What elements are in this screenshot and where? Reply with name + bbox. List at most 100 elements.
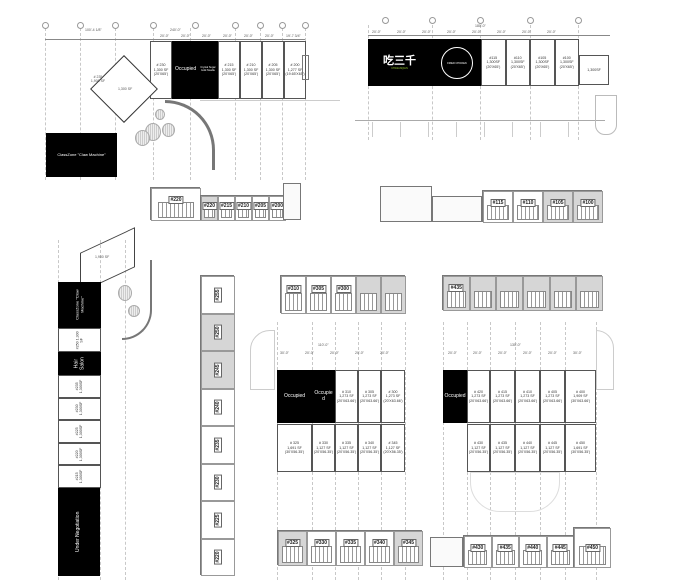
storefront-window: [473, 291, 493, 308]
unit-number: # 420: [474, 389, 483, 394]
storefront-window: [282, 546, 303, 563]
bay-dimension: 20'-0": [160, 34, 169, 38]
bay-dimension: 20'-0": [223, 34, 232, 38]
chasanqian-logo: 吃三千: [383, 55, 416, 67]
unit-dimensions: (20'X65'): [243, 72, 259, 77]
tenant-sign: #440: [525, 543, 541, 552]
occupied-label: Occupied: [314, 389, 333, 402]
storefront-bay: #115: [483, 191, 513, 223]
unit-number: # 205: [268, 63, 278, 68]
unit-number: # 450: [576, 441, 585, 446]
grid-line: [443, 322, 444, 580]
grid-line: [405, 322, 406, 580]
unit-dimensions: (20'X56.35'): [336, 450, 357, 455]
tenant-unit: #220 1,300SF: [58, 442, 101, 466]
occupied-label: Occupied: [283, 392, 306, 399]
tenant-sign: #335: [342, 539, 359, 548]
elevation-100-front: #115#110#105#100: [482, 190, 603, 223]
storefront-window: [550, 549, 570, 565]
unit-area: 1,127 SF: [495, 445, 510, 450]
tenant-unit: #230 1,300SF: [58, 397, 101, 421]
storefront-window: [284, 292, 303, 311]
dimension-overall: 240'-0": [170, 28, 181, 32]
parking-curve: [250, 330, 275, 390]
parking-island: [595, 95, 617, 135]
tenant-sign: #300: [335, 284, 352, 293]
unit-area: 1,273 SF: [495, 394, 510, 399]
tenant-sign: #445: [552, 543, 568, 552]
unit-area: 1,273 SF: [362, 394, 377, 399]
tenant-sign: #310: [285, 284, 302, 293]
unit-dimensions: (20'X65'): [221, 72, 237, 77]
storefront-bay: #110: [513, 191, 543, 223]
grid-bubble: [232, 22, 239, 29]
dimension-overall: 110'-0": [318, 343, 329, 347]
tenant-unit: #235 1,300SF: [58, 375, 101, 398]
bay-dimension: 20'-0": [330, 351, 339, 355]
unit-area: 1,691 SF: [287, 445, 302, 450]
tenant-sign: #205: [252, 202, 269, 211]
storefront-bay: #100: [573, 191, 603, 223]
storefront-bay: #240: [201, 388, 235, 426]
unit-area: 1,277 SF: [287, 67, 303, 72]
storefront-bay: #200: [269, 196, 286, 221]
storefront-bay: #310: [281, 276, 306, 314]
tenant-sign: #220: [168, 195, 184, 204]
grid-bubble: [575, 17, 582, 24]
unit-label: #235 1,300SF: [75, 379, 84, 394]
tenant-sign: #235: [214, 437, 222, 453]
grid-line: [305, 28, 306, 180]
unit-dimensions: (20'X56.35'): [468, 450, 489, 455]
grid-bubble: [302, 22, 309, 29]
chasanqian-logo-sub: CHASANQIAN: [391, 67, 408, 70]
unit-area: 1,300 SF: [153, 67, 169, 72]
tenant-sign: #430: [470, 543, 486, 552]
storefront-bay: [576, 276, 603, 311]
tenant-sign: #215: [218, 202, 235, 211]
tenant-sign: #340: [371, 539, 388, 548]
pad-area: 1,300 SF: [118, 87, 133, 91]
tenant-sign: #240: [214, 399, 222, 415]
occupied-unit: Occupied: [172, 41, 218, 99]
unit-dimensions: (20'X63.66'): [492, 398, 513, 403]
bay-dimension: 20'-0": [447, 30, 456, 34]
occupied-label: Occupied: [444, 392, 466, 399]
unit-area: 1,300SF: [510, 60, 525, 65]
storefront-bay: #445: [546, 536, 574, 568]
grid-bubble: [429, 17, 436, 24]
unit-number: # 435: [498, 441, 507, 446]
storefront-window: [446, 291, 466, 308]
occupied-unit: ClassZone "Claw Machine": [46, 133, 117, 177]
unit-number: # 340: [365, 441, 374, 446]
unit-area: 1,127 SF: [471, 445, 486, 450]
storefront-window: [547, 204, 569, 220]
tree-icon: [155, 109, 165, 120]
unit-dimensions: (20'X65'): [153, 72, 169, 77]
grid-line: [153, 28, 154, 180]
storefront-window: [553, 291, 573, 308]
elevation-300-front: #325#330#335#340#345: [277, 530, 423, 566]
occupied-unit: Occupied: [443, 370, 467, 423]
unit-dimensions: (20'X56.35'): [542, 450, 563, 455]
bay-dimension: 20'-0": [181, 34, 190, 38]
unit-area: 1,127 SF: [385, 445, 401, 450]
unit-number: # 345: [388, 441, 398, 446]
tree-icon: [135, 130, 150, 146]
bay-dimension: 20'-0": [397, 30, 406, 34]
unit-area: 1,300 SF: [265, 67, 281, 72]
storefront-bay: [381, 276, 406, 314]
grid-line: [80, 28, 81, 180]
unit-area: 1,300 SF: [243, 67, 259, 72]
unit-dimensions: (30'X56.35'): [570, 450, 591, 455]
unit-area: 1,909 SF: [573, 394, 588, 399]
curb-line: [200, 100, 340, 101]
unit-dimensions: (20'X65'): [559, 64, 574, 69]
bay-dimension: 20'-0": [548, 351, 557, 355]
unit-dimensions: (20'X56.35'): [359, 450, 380, 455]
